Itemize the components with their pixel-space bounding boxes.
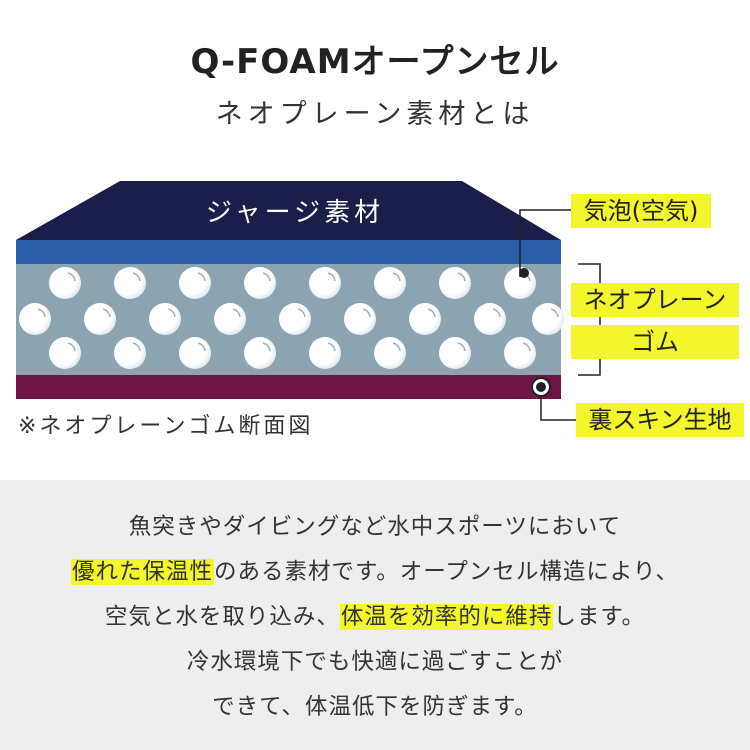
air-bubble [114, 337, 146, 369]
jersey-label: ジャージ素材 [205, 198, 385, 228]
air-bubble [179, 267, 211, 299]
neoprene-callout-line1: ネオプレーン [571, 283, 739, 317]
air-bubble-shine [197, 342, 206, 352]
description-line-5: できて、体温低下を防ぎます。 [212, 694, 538, 720]
air-bubble-shine [550, 308, 559, 318]
air-bubble [409, 303, 441, 335]
page-subtitle: ネオプレーン素材とは [215, 99, 535, 130]
air-bubble-shine [427, 308, 436, 318]
air-bubble [439, 267, 471, 299]
back-skin-layer [16, 375, 561, 399]
blue-layer [16, 240, 561, 264]
highlight-body-temp: 体温を効率的に維持 [339, 604, 554, 630]
air-bubble-shine [132, 272, 141, 282]
air-bubble-shine [392, 342, 401, 352]
air-bubble-shine [37, 308, 46, 318]
description-line-2: 優れた保温性のある素材です。オープンセル構造により、 [70, 559, 680, 585]
air-bubble-shine [262, 342, 271, 352]
neoprene-cross-section-diagram [16, 181, 601, 421]
air-bubble-shine [232, 308, 241, 318]
air-bubble [279, 303, 311, 335]
air-bubble [84, 303, 116, 335]
air-bubble-shine [457, 272, 466, 282]
air-bubble-shine [197, 272, 206, 282]
air-bubble-shine [262, 272, 271, 282]
bubble-callout-dot [519, 268, 529, 278]
air-bubble-shine [392, 272, 401, 282]
air-bubble [309, 267, 341, 299]
neoprene-callout-line2: ゴム [571, 325, 739, 359]
air-bubble-shine [67, 342, 76, 352]
neoprene-bracket [578, 263, 601, 376]
back-skin-callout-line [540, 388, 576, 421]
air-bubbles [19, 267, 564, 369]
air-bubble [309, 337, 341, 369]
jersey-layer [16, 181, 561, 240]
air-bubble [214, 303, 246, 335]
description-text: 魚突きやダイビングなど水中スポーツにおいて 優れた保温性のある素材です。オープン… [0, 505, 750, 730]
air-bubble [149, 303, 181, 335]
air-bubble [19, 303, 51, 335]
description-line-1: 魚突きやダイビングなど水中スポーツにおいて [128, 514, 622, 540]
air-bubble [344, 303, 376, 335]
air-bubble-shine [297, 308, 306, 318]
air-bubble-shine [362, 308, 371, 318]
description-line-4: 冷水環境下でも快適に過ごすことが [186, 649, 564, 675]
description-line-3: 空気と水を取り込み、体温を効率的に維持します。 [104, 604, 646, 630]
diagram-caption: ※ネオプレーンゴム断面図 [18, 414, 314, 439]
air-bubble [49, 337, 81, 369]
air-bubble [179, 337, 211, 369]
page-title: Q-FOAMオープンセル [190, 42, 560, 82]
air-bubble-shine [132, 342, 141, 352]
air-bubble [114, 267, 146, 299]
air-bubble-shine [457, 342, 466, 352]
air-bubble [374, 337, 406, 369]
bubble-callout: 気泡(空気) [571, 194, 711, 228]
air-bubble-shine [522, 342, 531, 352]
air-bubble-shine [102, 308, 111, 318]
back-skin-callout: 裏スキン生地 [576, 403, 744, 437]
air-bubble-shine [327, 342, 336, 352]
air-bubble-shine [327, 272, 336, 282]
air-bubble-shine [167, 308, 176, 318]
air-bubble-shine [67, 272, 76, 282]
air-bubble-shine [492, 308, 501, 318]
air-bubble [474, 303, 506, 335]
air-bubble [244, 337, 276, 369]
air-bubble [374, 267, 406, 299]
bubble-callout-line [519, 209, 571, 277]
air-bubble [532, 303, 564, 335]
air-bubble [439, 337, 471, 369]
highlight-warmth: 優れた保温性 [70, 559, 214, 585]
air-bubble [49, 267, 81, 299]
air-bubble [504, 337, 536, 369]
air-bubble [244, 267, 276, 299]
